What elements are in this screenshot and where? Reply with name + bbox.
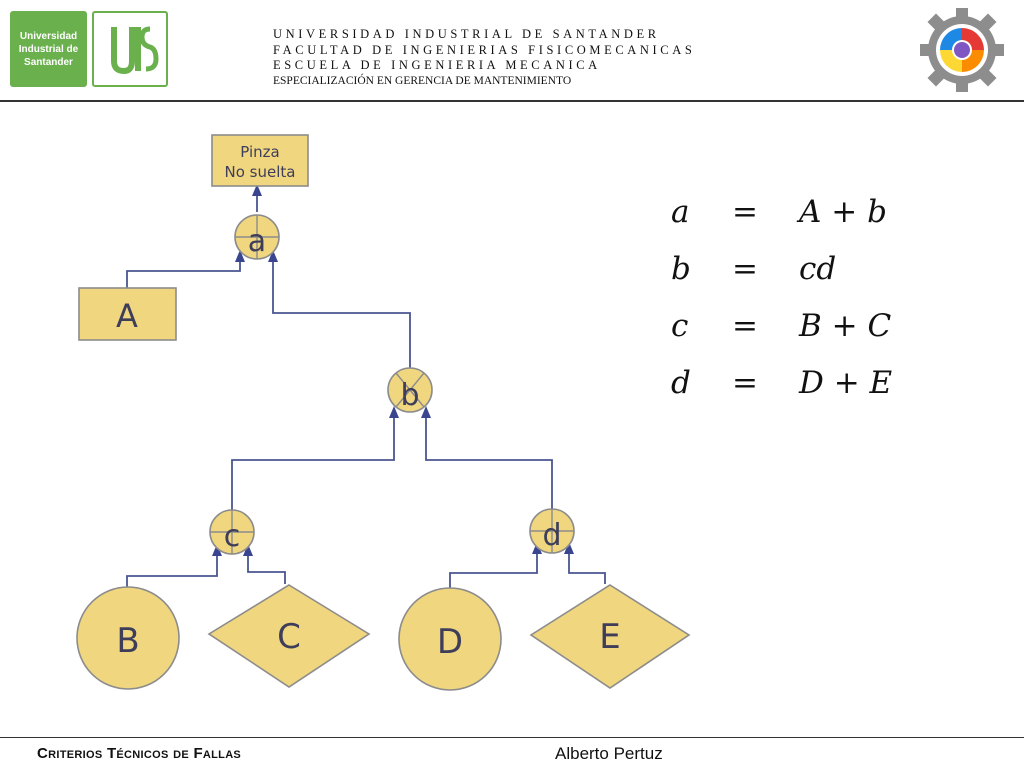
equation-d-lhs: d [671, 365, 691, 401]
header-line-school: ESCUELA DE INGENIERIA MECANICA [273, 58, 601, 72]
institution-header: UNIVERSIDAD INDUSTRIAL DE SANTANDER FACU… [273, 27, 695, 88]
gate-c: c [209, 509, 255, 555]
footer-author: Alberto Pertuz [555, 744, 663, 763]
connector-arrowheads [212, 184, 574, 556]
gate-c-label: c [224, 519, 241, 554]
event-C: C [207, 584, 371, 688]
equation-a-equals: = [732, 194, 758, 230]
event-D: D [398, 587, 502, 691]
gate-d: d [529, 508, 575, 554]
header-divider [0, 100, 1024, 102]
event-A-label: A [116, 297, 138, 335]
gate-a: a [234, 214, 280, 260]
gate-d-label: d [542, 518, 561, 553]
top-event-line-2: No suelta [225, 163, 296, 181]
event-D-label: D [437, 622, 463, 662]
equation-d-rhs: D + E [799, 365, 893, 401]
header-line-faculty: FACULTAD DE INGENIERIAS FISICOMECANICAS [273, 42, 696, 57]
gear-logo-icon [918, 4, 1006, 96]
equation-d-equals: = [732, 365, 758, 401]
footer-course-title: Criterios Técnicos de Fallas [37, 745, 242, 762]
top-event-box: Pinza No suelta [211, 134, 309, 187]
equation-a-lhs: a [671, 194, 690, 230]
uis-emblem-icon [92, 11, 168, 87]
top-event-line-1: Pinza [240, 143, 279, 161]
event-B: B [76, 586, 180, 690]
equation-b-rhs: cd [799, 251, 837, 287]
header-line-university: UNIVERSIDAD INDUSTRIAL DE SANTANDER [273, 27, 660, 41]
event-A: A [78, 287, 177, 341]
event-E-label: E [599, 617, 620, 657]
university-logo: Universidad Industrial de Santander [10, 11, 87, 87]
connector-lines [126, 190, 606, 592]
equation-a-rhs: A + b [799, 194, 887, 230]
event-C-label: C [277, 617, 301, 657]
university-logo-text: Universidad Industrial de Santander [18, 30, 79, 68]
footer-divider [0, 737, 1024, 738]
equation-b-equals: = [732, 251, 758, 287]
gate-b: b [387, 367, 433, 413]
gate-a-label: a [248, 224, 266, 259]
equation-c-rhs: B + C [799, 308, 892, 344]
gate-b-label: b [400, 378, 419, 413]
equation-c-lhs: c [671, 308, 689, 344]
header-line-specialization: ESPECIALIZACIÓN EN GERENCIA DE MANTENIMI… [273, 74, 572, 87]
event-E: E [529, 584, 691, 689]
event-B-label: B [116, 621, 139, 661]
equation-b-lhs: b [671, 251, 691, 287]
equation-c-equals: = [732, 308, 758, 344]
